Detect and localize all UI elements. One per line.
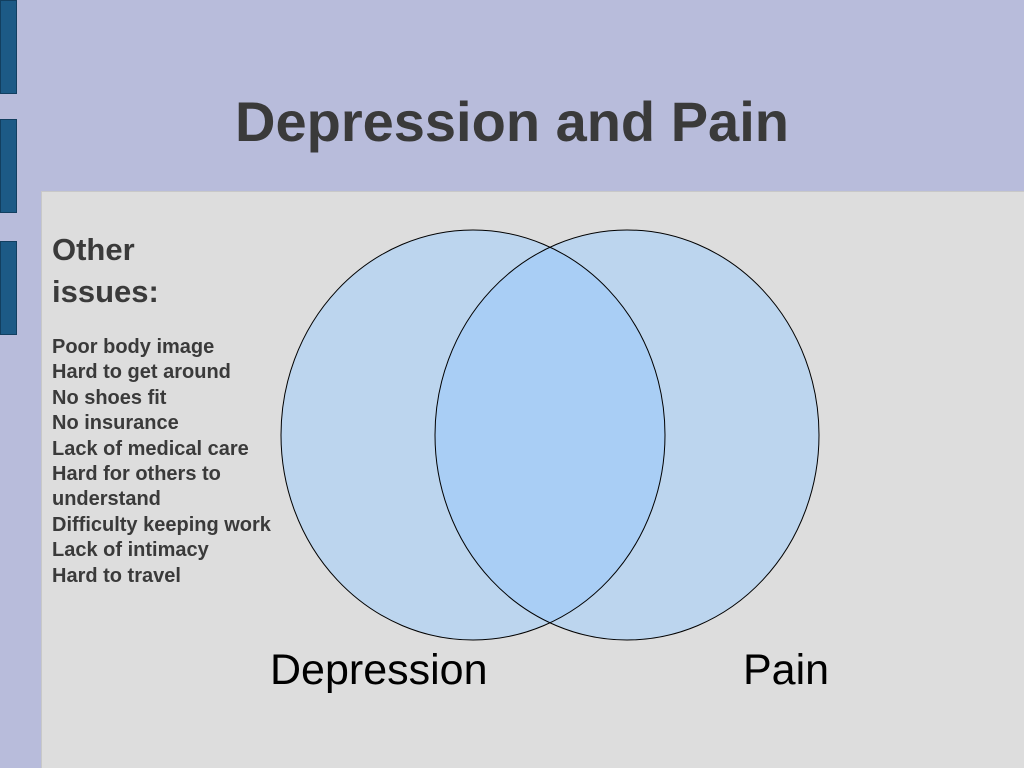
venn-outline-pain	[434, 229, 820, 641]
venn-label-depression: Depression	[270, 646, 488, 694]
side-tab-3	[0, 241, 17, 335]
side-tab-2	[0, 119, 17, 213]
venn-overlap-region	[435, 230, 665, 640]
slide-title: Depression and Pain	[235, 90, 789, 153]
issue-item: Poor body image	[52, 336, 215, 358]
venn-label-pain: Pain	[743, 646, 830, 694]
issue-item: Lack of medical care	[52, 437, 249, 460]
issue-item: Hard to travel	[52, 564, 181, 587]
issue-item: Hard to get around	[52, 361, 231, 384]
issue-item: No shoes fit	[52, 386, 167, 409]
venn-outline-depression	[280, 229, 666, 641]
issue-item: Hard for others to understand	[52, 463, 221, 511]
issues-heading: Other issues:	[52, 232, 159, 309]
issue-item: Difficulty keeping work	[52, 513, 271, 536]
issues-list: Poor body image Hard to get around No sh…	[52, 335, 292, 589]
issues-panel: Other issues: Poor body image Hard to ge…	[52, 229, 292, 589]
issue-item: Lack of intimacy	[52, 539, 209, 562]
issue-item: No insurance	[52, 412, 179, 435]
side-tab-1	[0, 0, 17, 94]
